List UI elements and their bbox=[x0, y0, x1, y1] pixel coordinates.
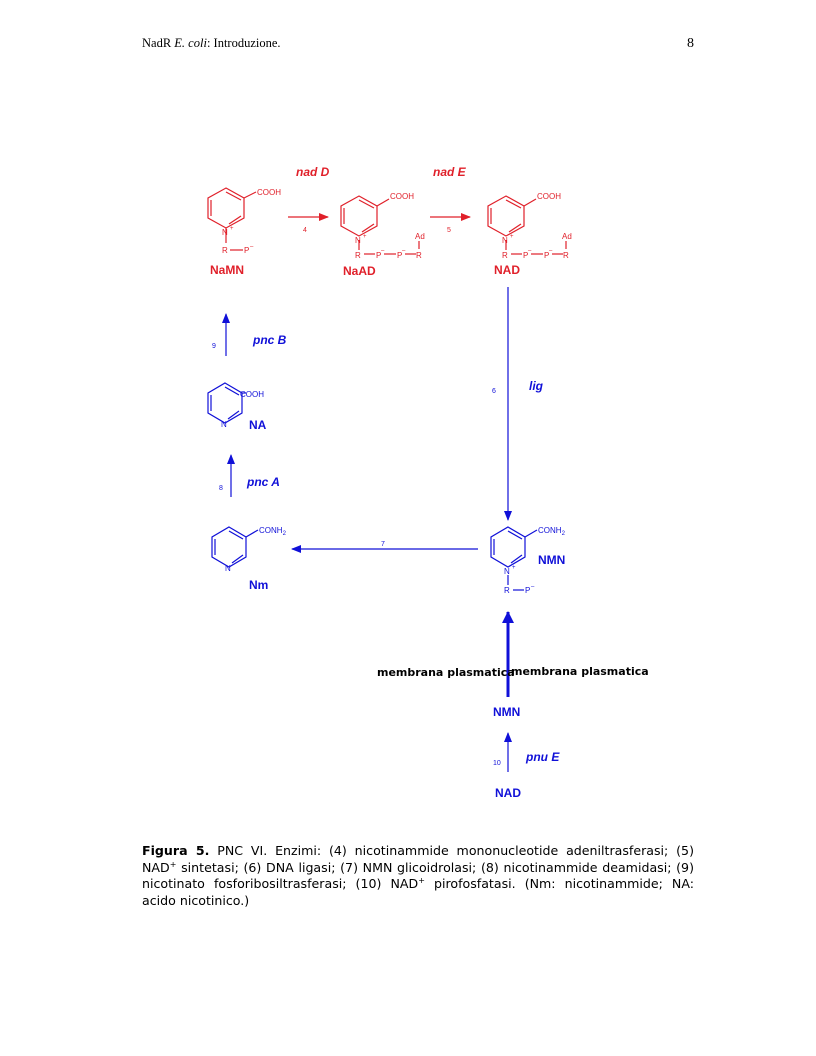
nad-r2: R bbox=[563, 251, 569, 260]
nmn-r: R bbox=[504, 586, 510, 595]
naad-r2: R bbox=[416, 251, 422, 260]
nad-ad: Ad bbox=[562, 232, 572, 241]
nad-label: NAD bbox=[494, 263, 520, 277]
nmn-minus: – bbox=[531, 584, 535, 590]
enzyme-lig: lig bbox=[529, 379, 544, 393]
nad-outer-label: NAD bbox=[495, 786, 521, 800]
nad-cooh: COOH bbox=[537, 192, 561, 201]
namn-plus: + bbox=[230, 226, 234, 232]
enzyme-pnu-e: pnu E bbox=[525, 750, 560, 764]
na-structure bbox=[207, 382, 246, 424]
nm-structure bbox=[211, 526, 259, 568]
nad-minus1: – bbox=[528, 248, 532, 254]
step-7: 7 bbox=[381, 541, 385, 548]
caption-label: Figura 5. bbox=[142, 843, 210, 858]
namn-structure bbox=[207, 187, 257, 251]
na-n: N bbox=[221, 420, 227, 429]
na-cooh: COOH bbox=[240, 390, 264, 399]
nmn-p: P bbox=[525, 586, 530, 595]
nad-r1: R bbox=[502, 251, 508, 260]
naad-n: N bbox=[355, 236, 361, 245]
naad-ad: Ad bbox=[415, 232, 425, 241]
enzyme-nad-d: nad D bbox=[296, 165, 330, 179]
running-header: NadR E. coli: Introduzione. 8 bbox=[142, 36, 694, 56]
nm-n: N bbox=[225, 564, 231, 573]
nad-n: N bbox=[502, 236, 508, 245]
figure-caption: Figura 5. PNC VI. Enzimi: (4) nicotinamm… bbox=[142, 843, 694, 908]
enzyme-pnc-a: pnc A bbox=[246, 475, 280, 489]
naad-cooh: COOH bbox=[390, 192, 414, 201]
nad-minus2: – bbox=[549, 248, 553, 254]
nmn-structure bbox=[490, 526, 538, 591]
namn-label: NaMN bbox=[210, 263, 244, 277]
na-label: NA bbox=[249, 418, 267, 432]
running-title: NadR E. coli: Introduzione. bbox=[142, 36, 281, 50]
enzyme-pnc-b: pnc B bbox=[252, 333, 287, 347]
naad-label: NaAD bbox=[343, 264, 376, 278]
namn-n: N bbox=[222, 228, 228, 237]
naad-r1: R bbox=[355, 251, 361, 260]
naad-minus1: – bbox=[381, 248, 385, 254]
membrane-label-left: membrana plasmatica bbox=[377, 666, 515, 679]
page-number: 8 bbox=[687, 36, 694, 51]
naad-p2: P bbox=[397, 251, 402, 260]
nmn-n: N bbox=[504, 567, 510, 576]
nad-structure bbox=[487, 195, 567, 255]
step-10: 10 bbox=[493, 760, 501, 767]
enzyme-nad-e: nad E bbox=[433, 165, 467, 179]
namn-p: P bbox=[244, 246, 249, 255]
nm-conh2: CONH2 bbox=[259, 526, 287, 537]
step-4: 4 bbox=[303, 227, 307, 234]
step-5: 5 bbox=[447, 227, 451, 234]
namn-minus: – bbox=[250, 244, 254, 250]
nmn-plus: + bbox=[512, 565, 516, 571]
nm-label: Nm bbox=[249, 578, 268, 592]
nad-plus: + bbox=[510, 234, 514, 240]
nad-p1: P bbox=[523, 251, 528, 260]
nmn-outer-label: NMN bbox=[493, 705, 520, 719]
nad-p2: P bbox=[544, 251, 549, 260]
membrane-label-right: membrana plasmatica bbox=[511, 665, 649, 678]
nmn-conh2: CONH2 bbox=[538, 526, 566, 537]
naad-p1: P bbox=[376, 251, 381, 260]
running-title-species: E. coli bbox=[174, 36, 207, 50]
naad-minus2: – bbox=[402, 248, 406, 254]
nmn-inner-label: NMN bbox=[538, 553, 565, 567]
namn-cooh: COOH bbox=[257, 188, 281, 197]
namn-r: R bbox=[222, 246, 228, 255]
naad-plus: + bbox=[363, 234, 367, 240]
step-6: 6 bbox=[492, 388, 496, 395]
step-8: 8 bbox=[219, 485, 223, 492]
naad-structure bbox=[340, 195, 420, 255]
step-9: 9 bbox=[212, 343, 216, 350]
